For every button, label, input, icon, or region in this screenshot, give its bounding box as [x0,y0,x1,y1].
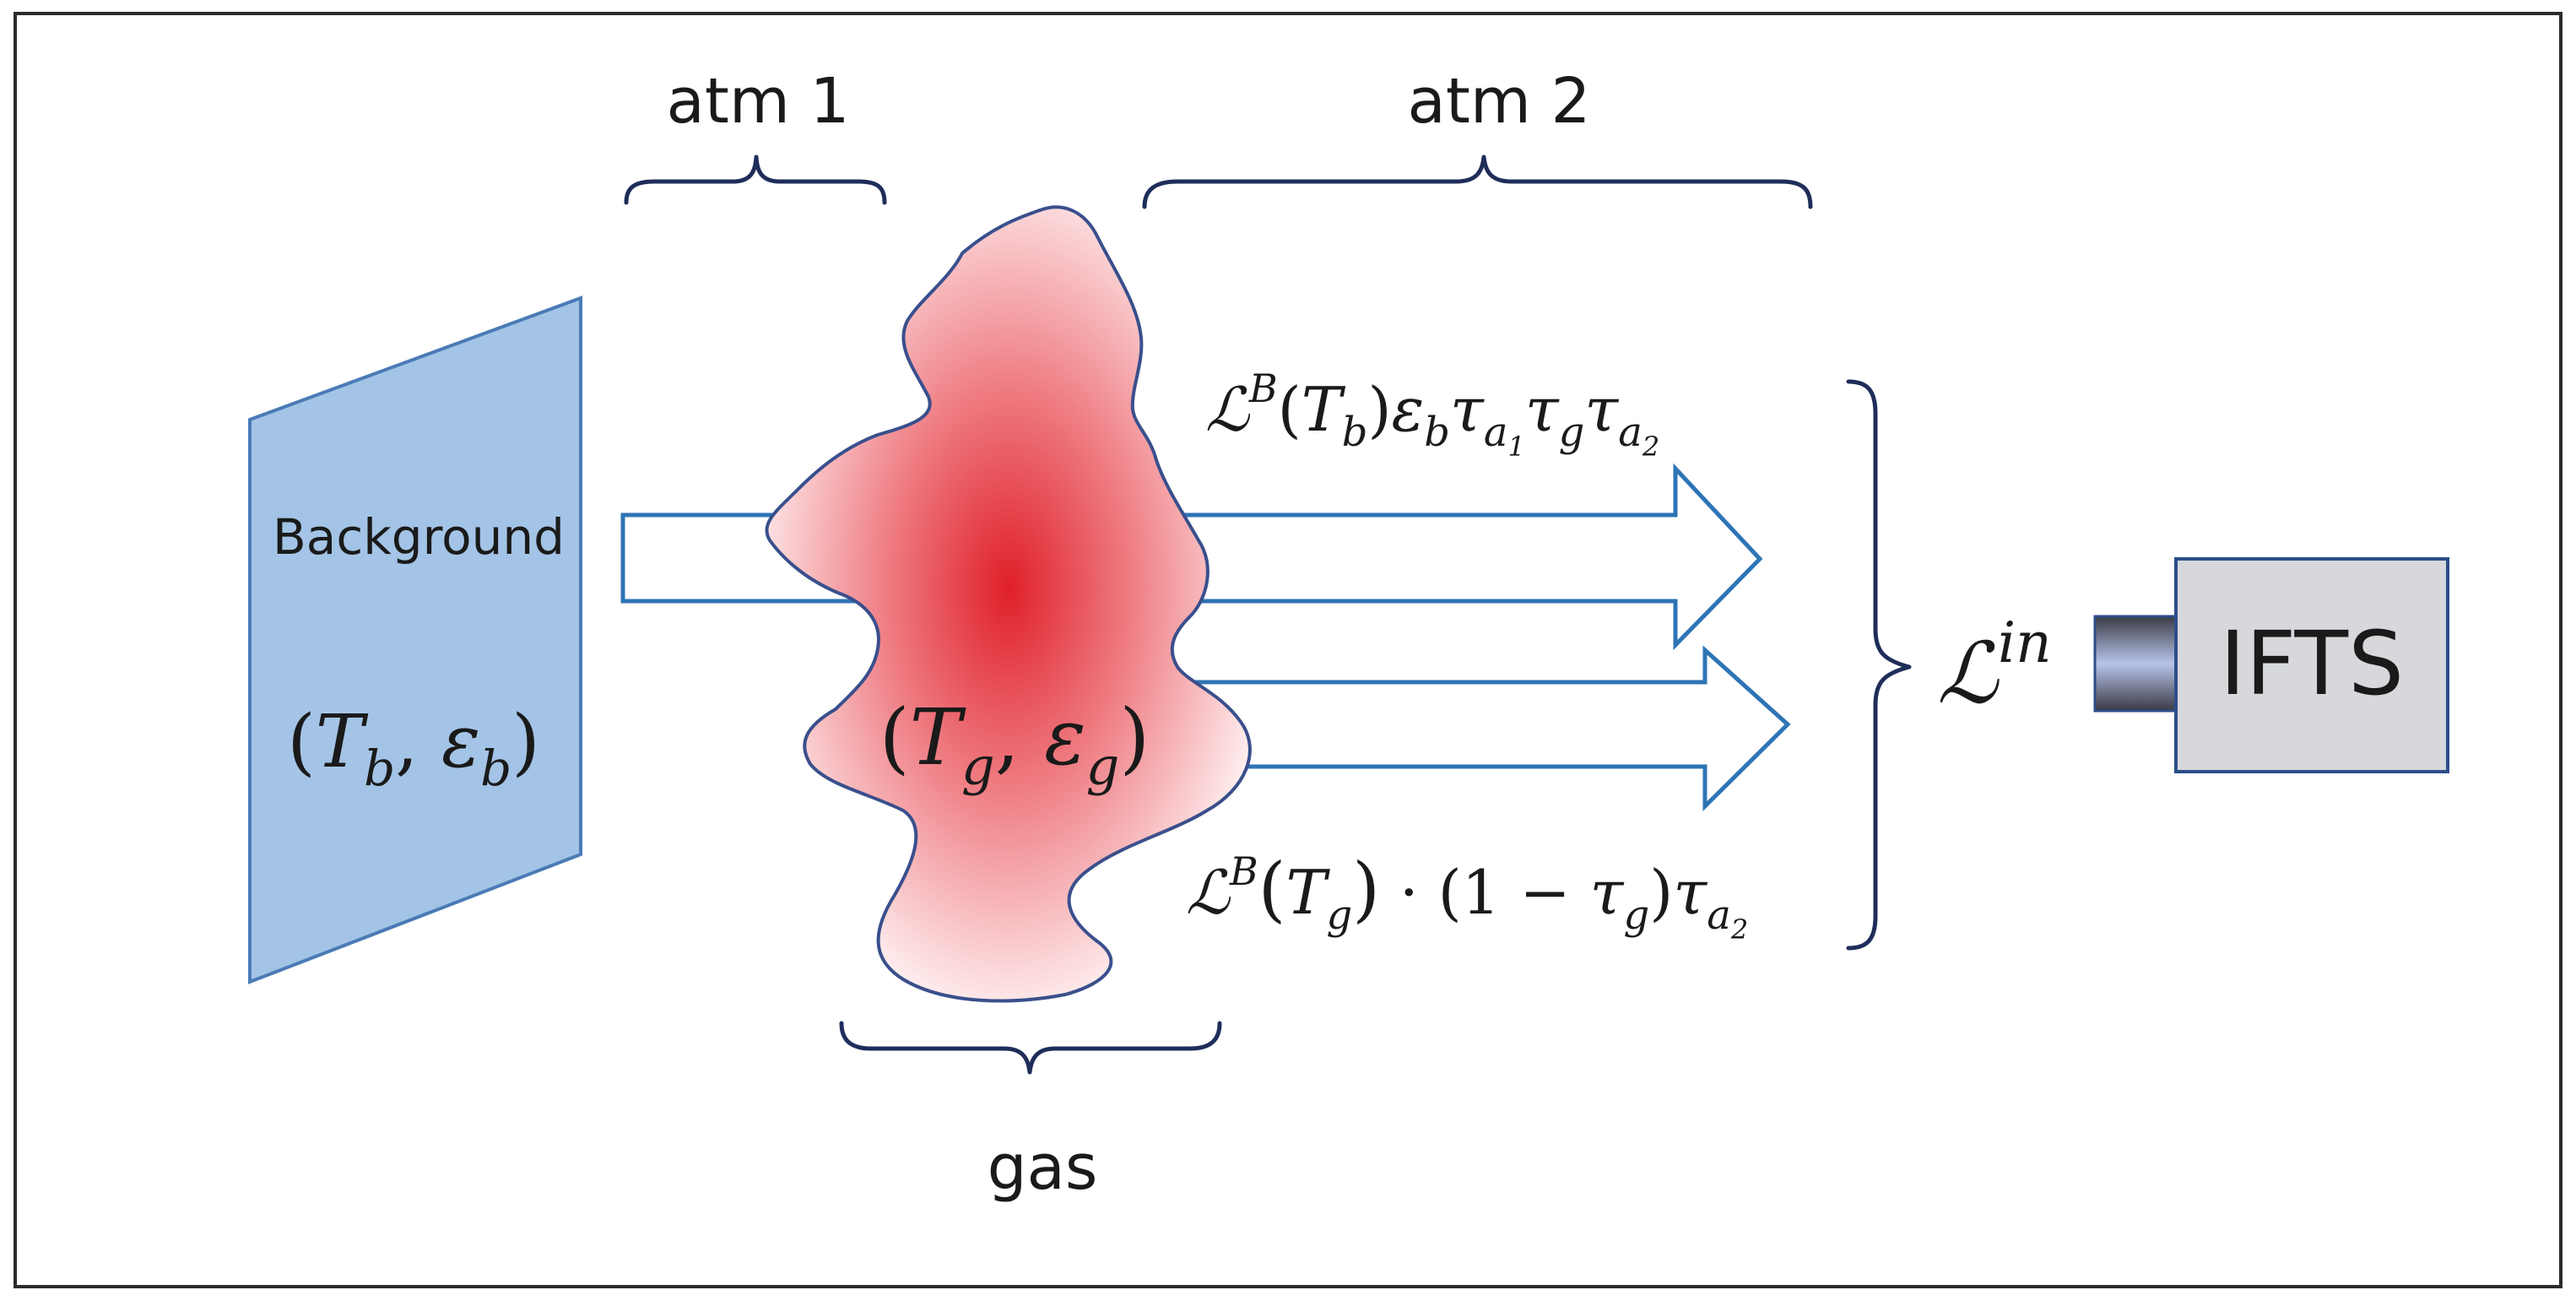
ifts-label: IFTS [2220,612,2404,715]
ifts-lens [2093,615,2178,713]
atm2-label: atm 2 [1407,65,1590,138]
atm1-label: atm 1 [666,65,849,138]
input-radiance-brace [1846,379,1912,951]
atm1-brace [624,154,887,205]
figure-frame [14,12,2562,1288]
gas-params: (Tg, εg) [879,692,1150,797]
atm2-brace [1142,154,1813,209]
gas-brace [839,1021,1222,1075]
background-radiance-formula: ℒB(Tb)εbτa1τgτa2 [1205,366,1659,463]
background-panel [248,295,582,984]
ifts-box [2174,557,2449,773]
background-label: Background [273,508,565,566]
background-params: (Tb, εb) [287,700,540,797]
gas-label: gas [988,1131,1098,1204]
gas-radiance-formula: ℒB(Tg) · (1 − τg)τa2 [1186,848,1748,946]
input-radiance-label: ℒin [1937,610,2052,723]
gas-cloud [765,205,1252,1003]
